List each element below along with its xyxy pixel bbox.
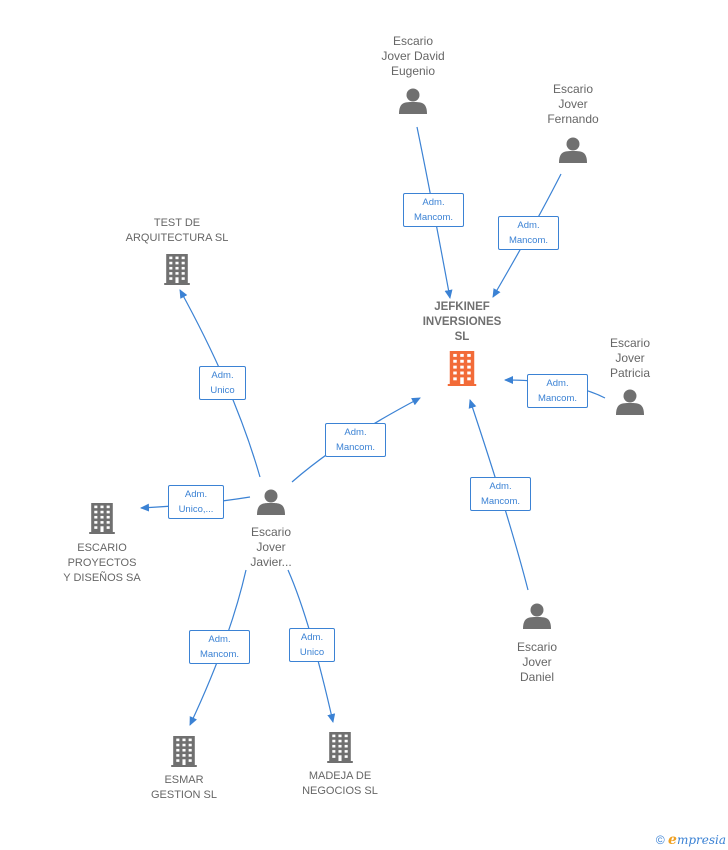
node-label-test[interactable]: TEST DE ARQUITECTURA SL [97,216,257,246]
node-label-line: SL [454,331,470,343]
node-label-line: NEGOCIOS SL [302,785,378,797]
edge-label-line: Adm. [208,634,231,645]
edge-label-javier-to-esmar[interactable]: Adm. Mancom. [189,630,250,664]
person-daniel-person-icon[interactable] [523,603,551,630]
edge-label-line: Adm. [211,370,234,381]
edge-label-line: Mancom. [480,496,521,507]
edge-label-line: Mancom. [537,393,578,404]
edge-label-fernando-to-jefkinef[interactable]: Adm. Mancom. [498,216,559,250]
node-label-line: Y DISEÑOS SA [63,572,141,584]
edge-label-line: Adm. [300,632,324,643]
edge-label-javier-to-madeja[interactable]: Adm. Unico [289,628,335,662]
edge-label-line: Adm. [546,378,569,389]
node-label-line: Jover David [381,49,445,63]
node-label-line: GESTION SL [150,789,218,801]
node-label-line: Daniel [519,670,555,684]
node-label-line: Escario [250,525,291,539]
person-fernando-person-icon[interactable] [559,137,587,164]
edge-label-line: Unico,... [178,504,214,515]
empresia-logo[interactable]: empresia [668,832,726,848]
copyright-icon: © [655,833,665,847]
node-label-line: ESCARIO [77,542,127,554]
person-david-person-icon[interactable] [399,88,427,115]
edge-label-patricia-to-jefkinef[interactable]: Adm. Mancom. [527,374,588,408]
node-label-line: Jover [615,351,645,365]
node-label-line: JEFKINEF [434,301,490,313]
edge-label-line: Mancom. [335,442,376,453]
node-label-line: Escario [516,640,557,654]
edge-label-line: Unico [210,385,235,396]
company-proyectos-building-icon[interactable] [89,503,115,534]
node-label-line: Jover [558,97,588,111]
node-label-line: Jover [256,540,286,554]
copyright-notice: © empresia [656,832,726,848]
node-label-line: INVERSIONES [422,316,502,328]
node-label-esmar[interactable]: ESMAR GESTION SL [104,773,264,803]
node-label-madeja[interactable]: MADEJA DE NEGOCIOS SL [260,769,420,799]
edge-label-line: Adm. [344,427,367,438]
node-label-line: Escario [552,82,593,96]
node-label-line: ARQUITECTURA SL [125,232,229,244]
node-label-line: Fernando [547,112,599,126]
edge-label-line: Adm. [184,489,208,500]
edge-label-line: Unico [299,647,325,658]
edge-label-javier-to-test[interactable]: Adm. Unico [199,366,246,400]
company-esmar-building-icon[interactable] [171,736,197,767]
edge-label-line: Mancom. [508,235,549,246]
edge-label-line: Mancom. [413,212,454,223]
edge-label-javier-to-proyectos[interactable]: Adm. Unico,... [168,485,224,519]
node-label-line: Javier... [250,555,292,569]
edge-label-line: Adm. [517,220,540,231]
edge-label-david-to-jefkinef[interactable]: Adm. Mancom. [403,193,464,227]
node-label-line: Eugenio [390,64,436,78]
edge-label-line: Adm. [489,481,512,492]
person-patricia-person-icon[interactable] [616,389,644,416]
edge-label-line: Mancom. [199,649,240,660]
edge-label-daniel-to-jefkinef[interactable]: Adm. Mancom. [470,477,531,511]
node-label-line: PROYECTOS [67,557,137,569]
node-label-line: Jover [522,655,552,669]
company-test-building-icon[interactable] [164,254,190,285]
company-jefkinef-building-icon[interactable] [447,351,477,386]
node-label-line: Patricia [609,366,650,380]
node-label-line: Escario [609,336,650,350]
node-label-jefkinef[interactable]: JEFKINEF INVERSIONES SL [382,300,542,345]
person-javier-person-icon[interactable] [257,489,285,516]
company-madeja-building-icon[interactable] [327,732,353,763]
node-label-line: ESMAR [164,774,204,786]
edge-label-javier-to-jefkinef[interactable]: Adm. Mancom. [325,423,386,457]
node-label-line: Escario [392,34,433,48]
node-label-line: TEST DE [153,217,201,229]
node-label-proyectos[interactable]: ESCARIO PROYECTOS Y DISEÑOS SA [22,541,182,586]
node-label-line: MADEJA DE [308,770,372,782]
edge-label-line: Adm. [422,197,445,208]
